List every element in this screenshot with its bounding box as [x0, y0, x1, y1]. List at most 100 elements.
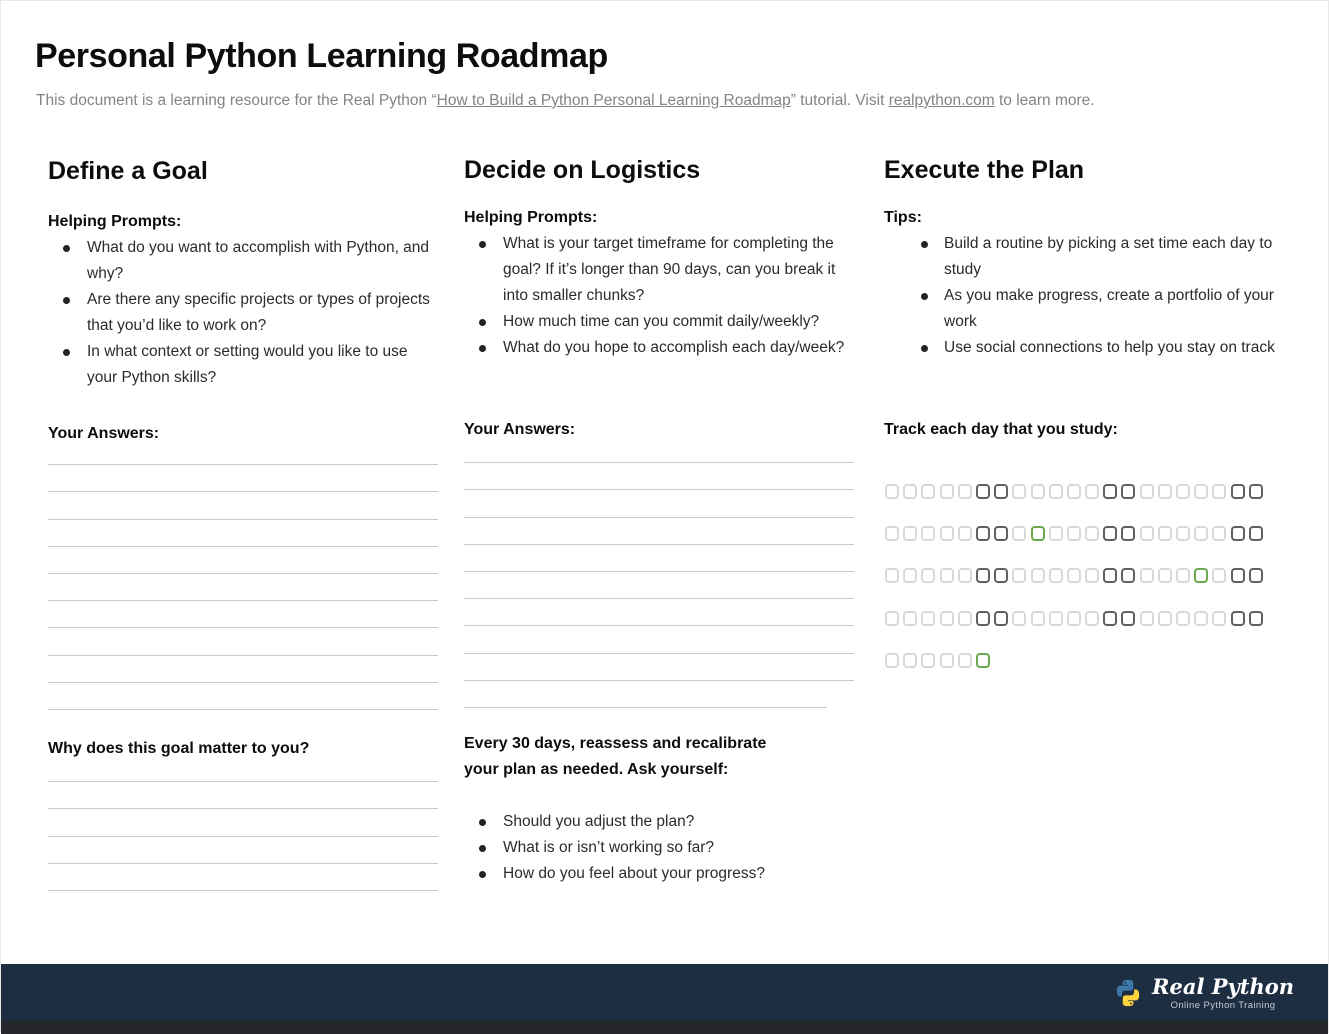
day-checkbox[interactable]	[957, 568, 972, 584]
tutorial-link[interactable]: How to Build a Python Personal Learning …	[436, 92, 791, 109]
day-checkbox[interactable]	[1121, 568, 1136, 584]
day-checkbox[interactable]	[921, 526, 936, 542]
day-checkbox[interactable]	[903, 652, 918, 668]
day-checkbox[interactable]	[1176, 568, 1190, 584]
answer-line[interactable]	[48, 755, 438, 783]
day-checkbox[interactable]	[1012, 484, 1027, 499]
day-checkbox[interactable]	[975, 652, 990, 668]
day-checkbox[interactable]	[885, 568, 899, 584]
day-checkbox[interactable]	[903, 610, 918, 626]
day-checkbox[interactable]	[1194, 526, 1209, 542]
answer-line[interactable]	[48, 438, 438, 466]
day-checkbox[interactable]	[1066, 526, 1081, 542]
day-checkbox[interactable]	[1230, 526, 1245, 542]
day-checkbox[interactable]	[1066, 610, 1081, 626]
day-checkbox[interactable]	[975, 526, 990, 542]
day-checkbox[interactable]	[1030, 568, 1045, 584]
day-checkbox[interactable]	[1157, 484, 1172, 499]
day-checkbox[interactable]	[885, 484, 899, 499]
answer-line[interactable]	[464, 545, 854, 572]
day-checkbox[interactable]	[1212, 484, 1227, 499]
day-checkbox[interactable]	[1048, 610, 1063, 626]
day-checkbox[interactable]	[921, 652, 936, 668]
answer-line[interactable]	[48, 864, 438, 891]
day-checkbox[interactable]	[1212, 526, 1227, 542]
day-checkbox[interactable]	[1085, 526, 1100, 542]
day-checkbox[interactable]	[885, 652, 899, 668]
day-checkbox[interactable]	[1048, 484, 1063, 499]
answer-line[interactable]	[48, 492, 438, 520]
day-checkbox[interactable]	[903, 484, 918, 499]
day-checkbox[interactable]	[957, 610, 972, 626]
day-checkbox[interactable]	[1248, 568, 1263, 584]
day-checkbox[interactable]	[921, 484, 936, 499]
day-checkbox[interactable]	[1048, 568, 1063, 584]
day-checkbox[interactable]	[921, 610, 936, 626]
answer-line[interactable]	[48, 601, 438, 629]
day-checkbox[interactable]	[1176, 610, 1190, 626]
day-checkbox[interactable]	[1139, 526, 1154, 542]
day-checkbox[interactable]	[903, 568, 918, 584]
answer-line[interactable]	[48, 465, 438, 493]
answer-line[interactable]	[48, 656, 438, 683]
day-checkbox[interactable]	[957, 526, 972, 542]
answer-line[interactable]	[464, 626, 854, 654]
day-checkbox[interactable]	[939, 484, 954, 499]
answer-line[interactable]	[464, 518, 854, 545]
day-checkbox[interactable]	[1121, 610, 1136, 626]
answer-line[interactable]	[48, 574, 438, 602]
realpython-link[interactable]: realpython.com	[888, 92, 995, 109]
answer-line[interactable]	[464, 599, 854, 627]
day-checkbox[interactable]	[1248, 526, 1263, 542]
day-checkbox[interactable]	[1066, 484, 1081, 499]
answer-line[interactable]	[48, 782, 438, 810]
day-checkbox[interactable]	[1176, 526, 1190, 542]
answer-line[interactable]	[48, 520, 438, 547]
day-checkbox[interactable]	[975, 610, 990, 626]
day-checkbox[interactable]	[957, 484, 972, 499]
answer-line[interactable]	[464, 654, 854, 681]
day-checkbox[interactable]	[1157, 526, 1172, 542]
day-checkbox[interactable]	[1157, 568, 1172, 584]
day-checkbox[interactable]	[1176, 484, 1190, 499]
day-checkbox[interactable]	[1103, 568, 1118, 584]
day-checkbox[interactable]	[994, 610, 1009, 626]
day-checkbox[interactable]	[1230, 484, 1245, 499]
day-checkbox[interactable]	[1212, 568, 1227, 584]
day-checkbox[interactable]	[994, 526, 1009, 542]
day-checkbox[interactable]	[903, 526, 918, 542]
answer-line[interactable]	[48, 809, 438, 837]
answer-line[interactable]	[464, 436, 854, 464]
day-checkbox[interactable]	[1212, 610, 1227, 626]
day-checkbox[interactable]	[1157, 610, 1172, 626]
answer-line[interactable]	[48, 628, 438, 656]
day-checkbox[interactable]	[1139, 484, 1154, 499]
day-checkbox[interactable]	[1030, 526, 1045, 542]
day-checkbox[interactable]	[1085, 484, 1100, 499]
day-checkbox[interactable]	[1030, 484, 1045, 499]
day-checkbox[interactable]	[939, 610, 954, 626]
day-checkbox[interactable]	[1139, 610, 1154, 626]
day-checkbox[interactable]	[1194, 484, 1209, 499]
day-checkbox[interactable]	[1103, 610, 1118, 626]
day-checkbox[interactable]	[939, 652, 954, 668]
answer-line[interactable]	[464, 572, 854, 600]
day-checkbox[interactable]	[1230, 610, 1245, 626]
day-checkbox[interactable]	[957, 652, 972, 668]
day-checkbox[interactable]	[1139, 568, 1154, 584]
day-checkbox[interactable]	[1194, 568, 1209, 584]
day-checkbox[interactable]	[975, 484, 990, 499]
day-checkbox[interactable]	[1066, 568, 1081, 584]
day-checkbox[interactable]	[921, 568, 936, 584]
day-checkbox[interactable]	[975, 568, 990, 584]
day-checkbox[interactable]	[1248, 484, 1263, 499]
day-checkbox[interactable]	[1103, 484, 1118, 499]
day-checkbox[interactable]	[1085, 568, 1100, 584]
day-checkbox[interactable]	[1012, 568, 1027, 584]
day-checkbox[interactable]	[1030, 610, 1045, 626]
answer-line[interactable]	[48, 547, 438, 574]
answer-line[interactable]	[464, 490, 854, 518]
day-checkbox[interactable]	[1194, 610, 1209, 626]
answer-line[interactable]	[48, 837, 438, 864]
day-checkbox[interactable]	[885, 526, 899, 542]
